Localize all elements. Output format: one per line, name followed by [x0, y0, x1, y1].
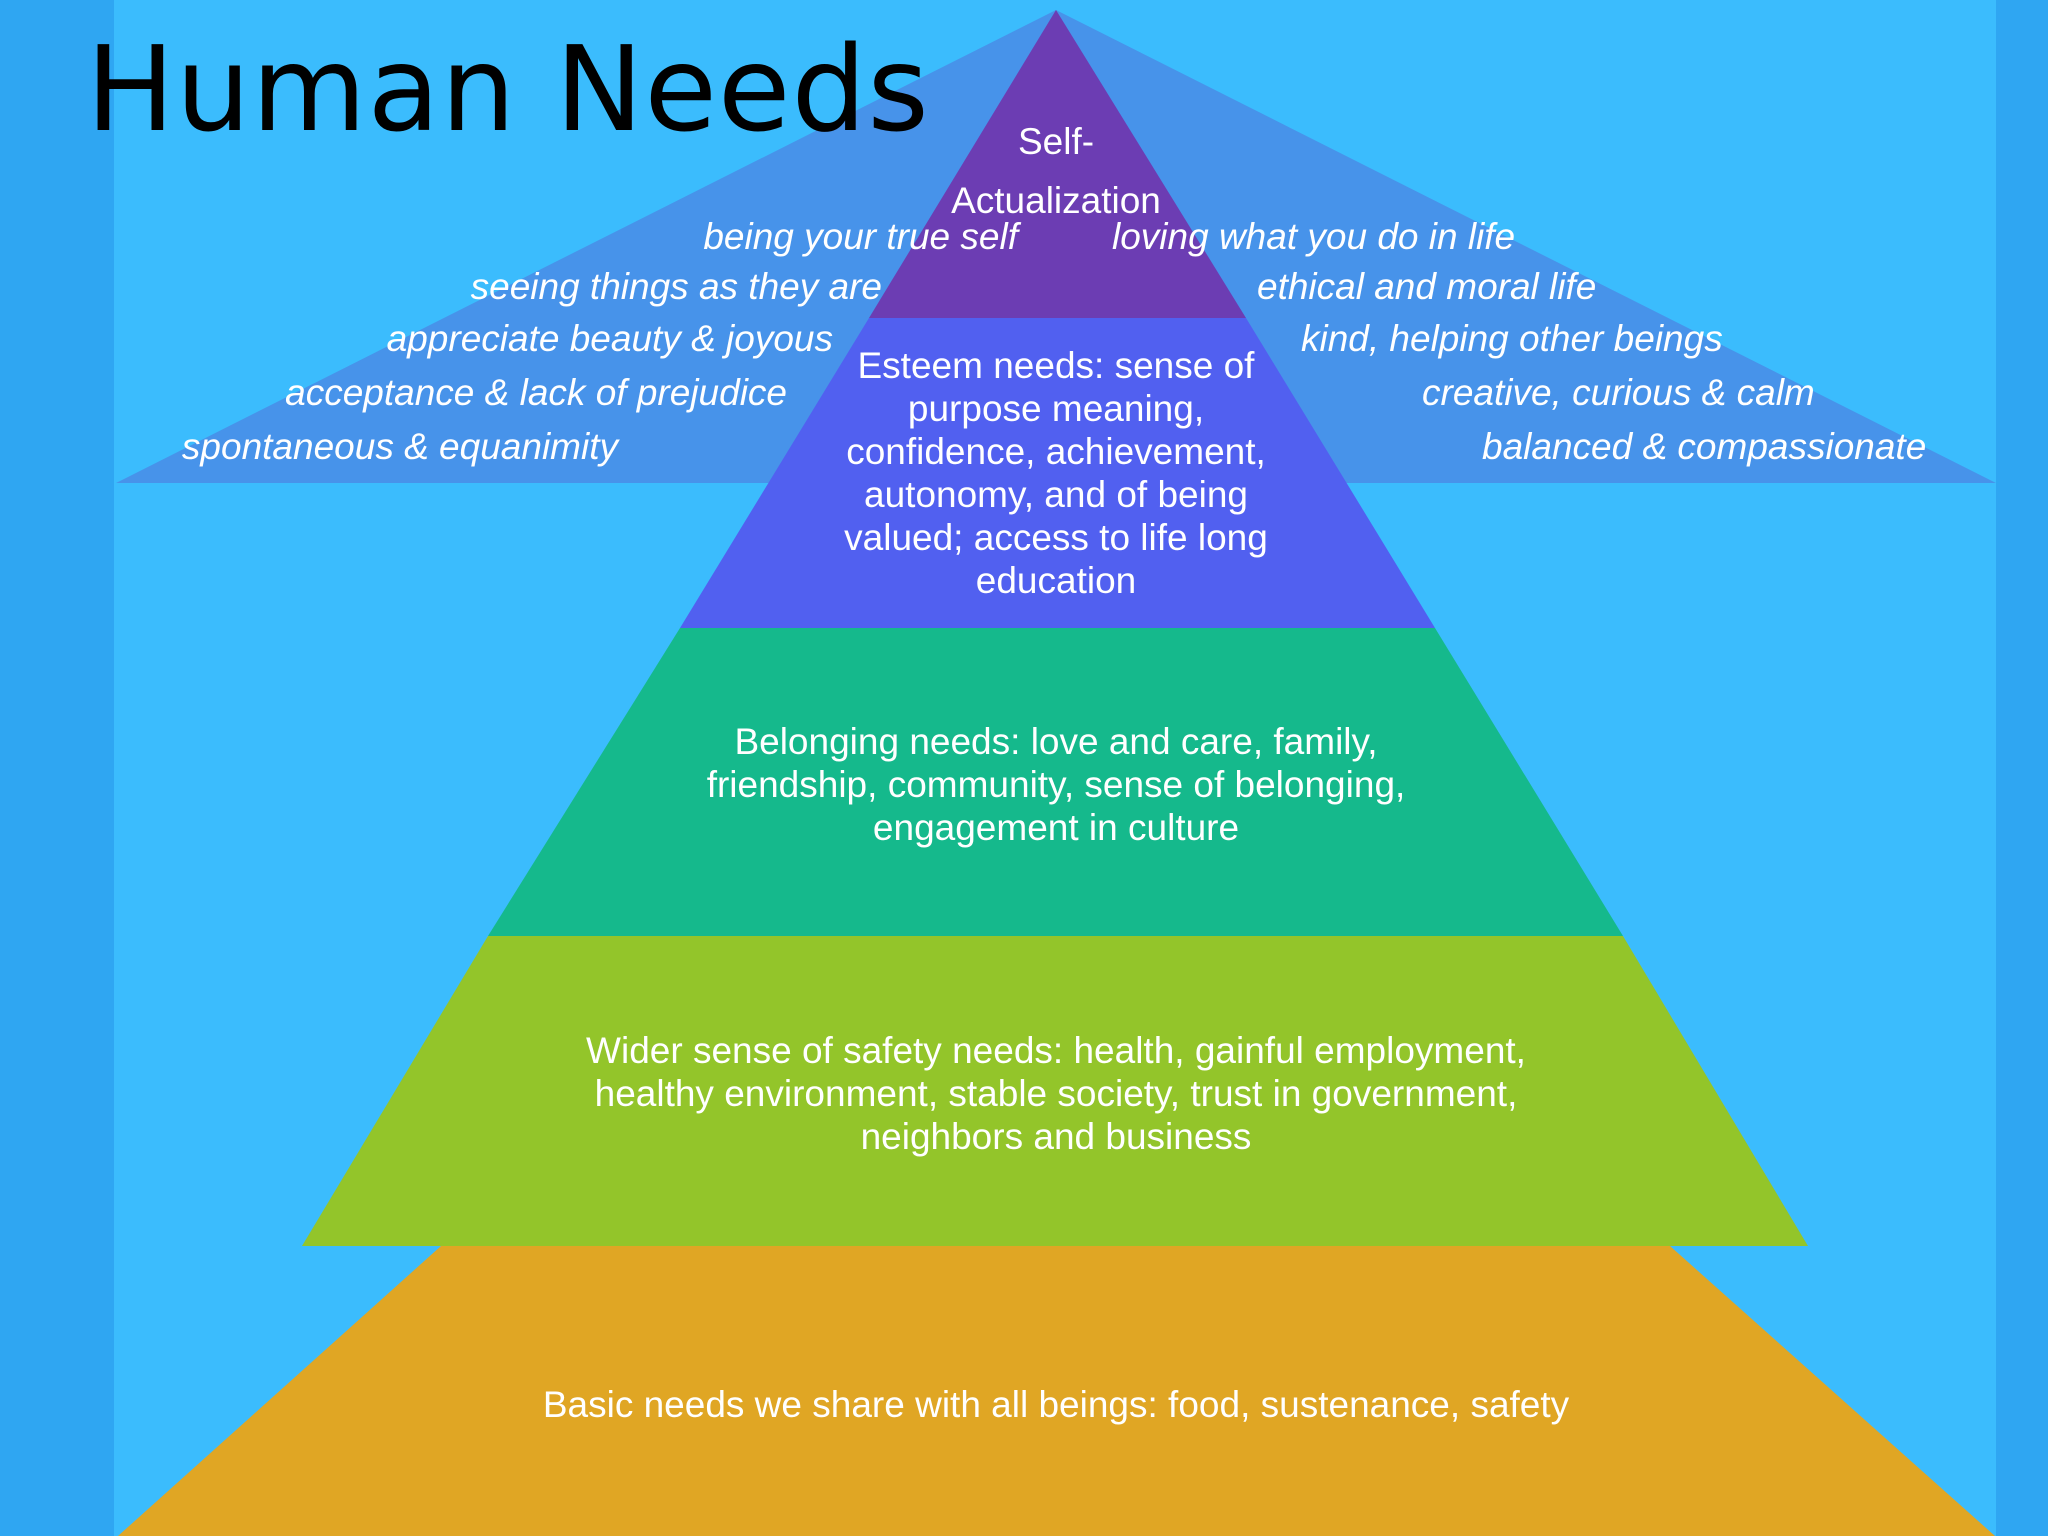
safety-line: Wider sense of safety needs: health, gai… [586, 1030, 1526, 1071]
belonging-label: Belonging needs: love and care, family, … [707, 720, 1406, 849]
esteem-line: education [975, 560, 1137, 601]
slide-title: Human Needs [86, 20, 930, 158]
tier-esteem [680, 318, 1435, 628]
belonging-line: friendship, community, sense of belongin… [706, 764, 1406, 805]
esteem-line: confidence, achievement, [846, 431, 1266, 472]
right-wing [1056, 10, 1996, 483]
right-attribute: ethical and moral life [1257, 266, 1597, 307]
left-attribute: appreciate beauty & joyous [386, 318, 833, 359]
safety-line: healthy environment, stable society, tru… [594, 1073, 1518, 1114]
left-attribute: spontaneous & equanimity [181, 426, 618, 467]
safety-label: Wider sense of safety needs: health, gai… [586, 1029, 1526, 1158]
safety-line: neighbors and business [860, 1116, 1252, 1157]
right-attribute: loving what you do in life [1112, 216, 1516, 257]
right-attribute: kind, helping other beings [1301, 318, 1723, 359]
tier-basic [118, 1246, 1995, 1536]
esteem-line: autonomy, and of being [864, 474, 1248, 515]
belonging-line: Belonging needs: love and care, family, [734, 721, 1378, 762]
tier-belonging [488, 628, 1623, 936]
right-attribute: creative, curious & calm [1422, 372, 1815, 413]
basic-line: Basic needs we share with all beings: fo… [542, 1384, 1570, 1425]
esteem-line: Esteem needs: sense of [857, 345, 1255, 386]
left-attribute: acceptance & lack of prejudice [285, 372, 787, 413]
tier-safety [302, 936, 1808, 1246]
self-actualization-label: Self- Actualization [951, 112, 1161, 230]
left-wing [116, 10, 1056, 483]
esteem-line: purpose meaning, [907, 388, 1205, 429]
belonging-line: engagement in culture [872, 807, 1240, 848]
self-actualization-line: Self- [1017, 121, 1095, 162]
self-actualization-line: Actualization [951, 180, 1161, 221]
basic-label: Basic needs we share with all beings: fo… [543, 1383, 1569, 1426]
tier-self-actualization [869, 10, 1246, 318]
left-attribute: being your true self [703, 216, 1018, 257]
left-attribute: seeing things as they are [470, 266, 882, 307]
right-attribute: balanced & compassionate [1482, 426, 1927, 467]
esteem-label: Esteem needs: sense of purpose meaning, … [844, 344, 1268, 602]
esteem-line: valued; access to life long [844, 517, 1268, 558]
